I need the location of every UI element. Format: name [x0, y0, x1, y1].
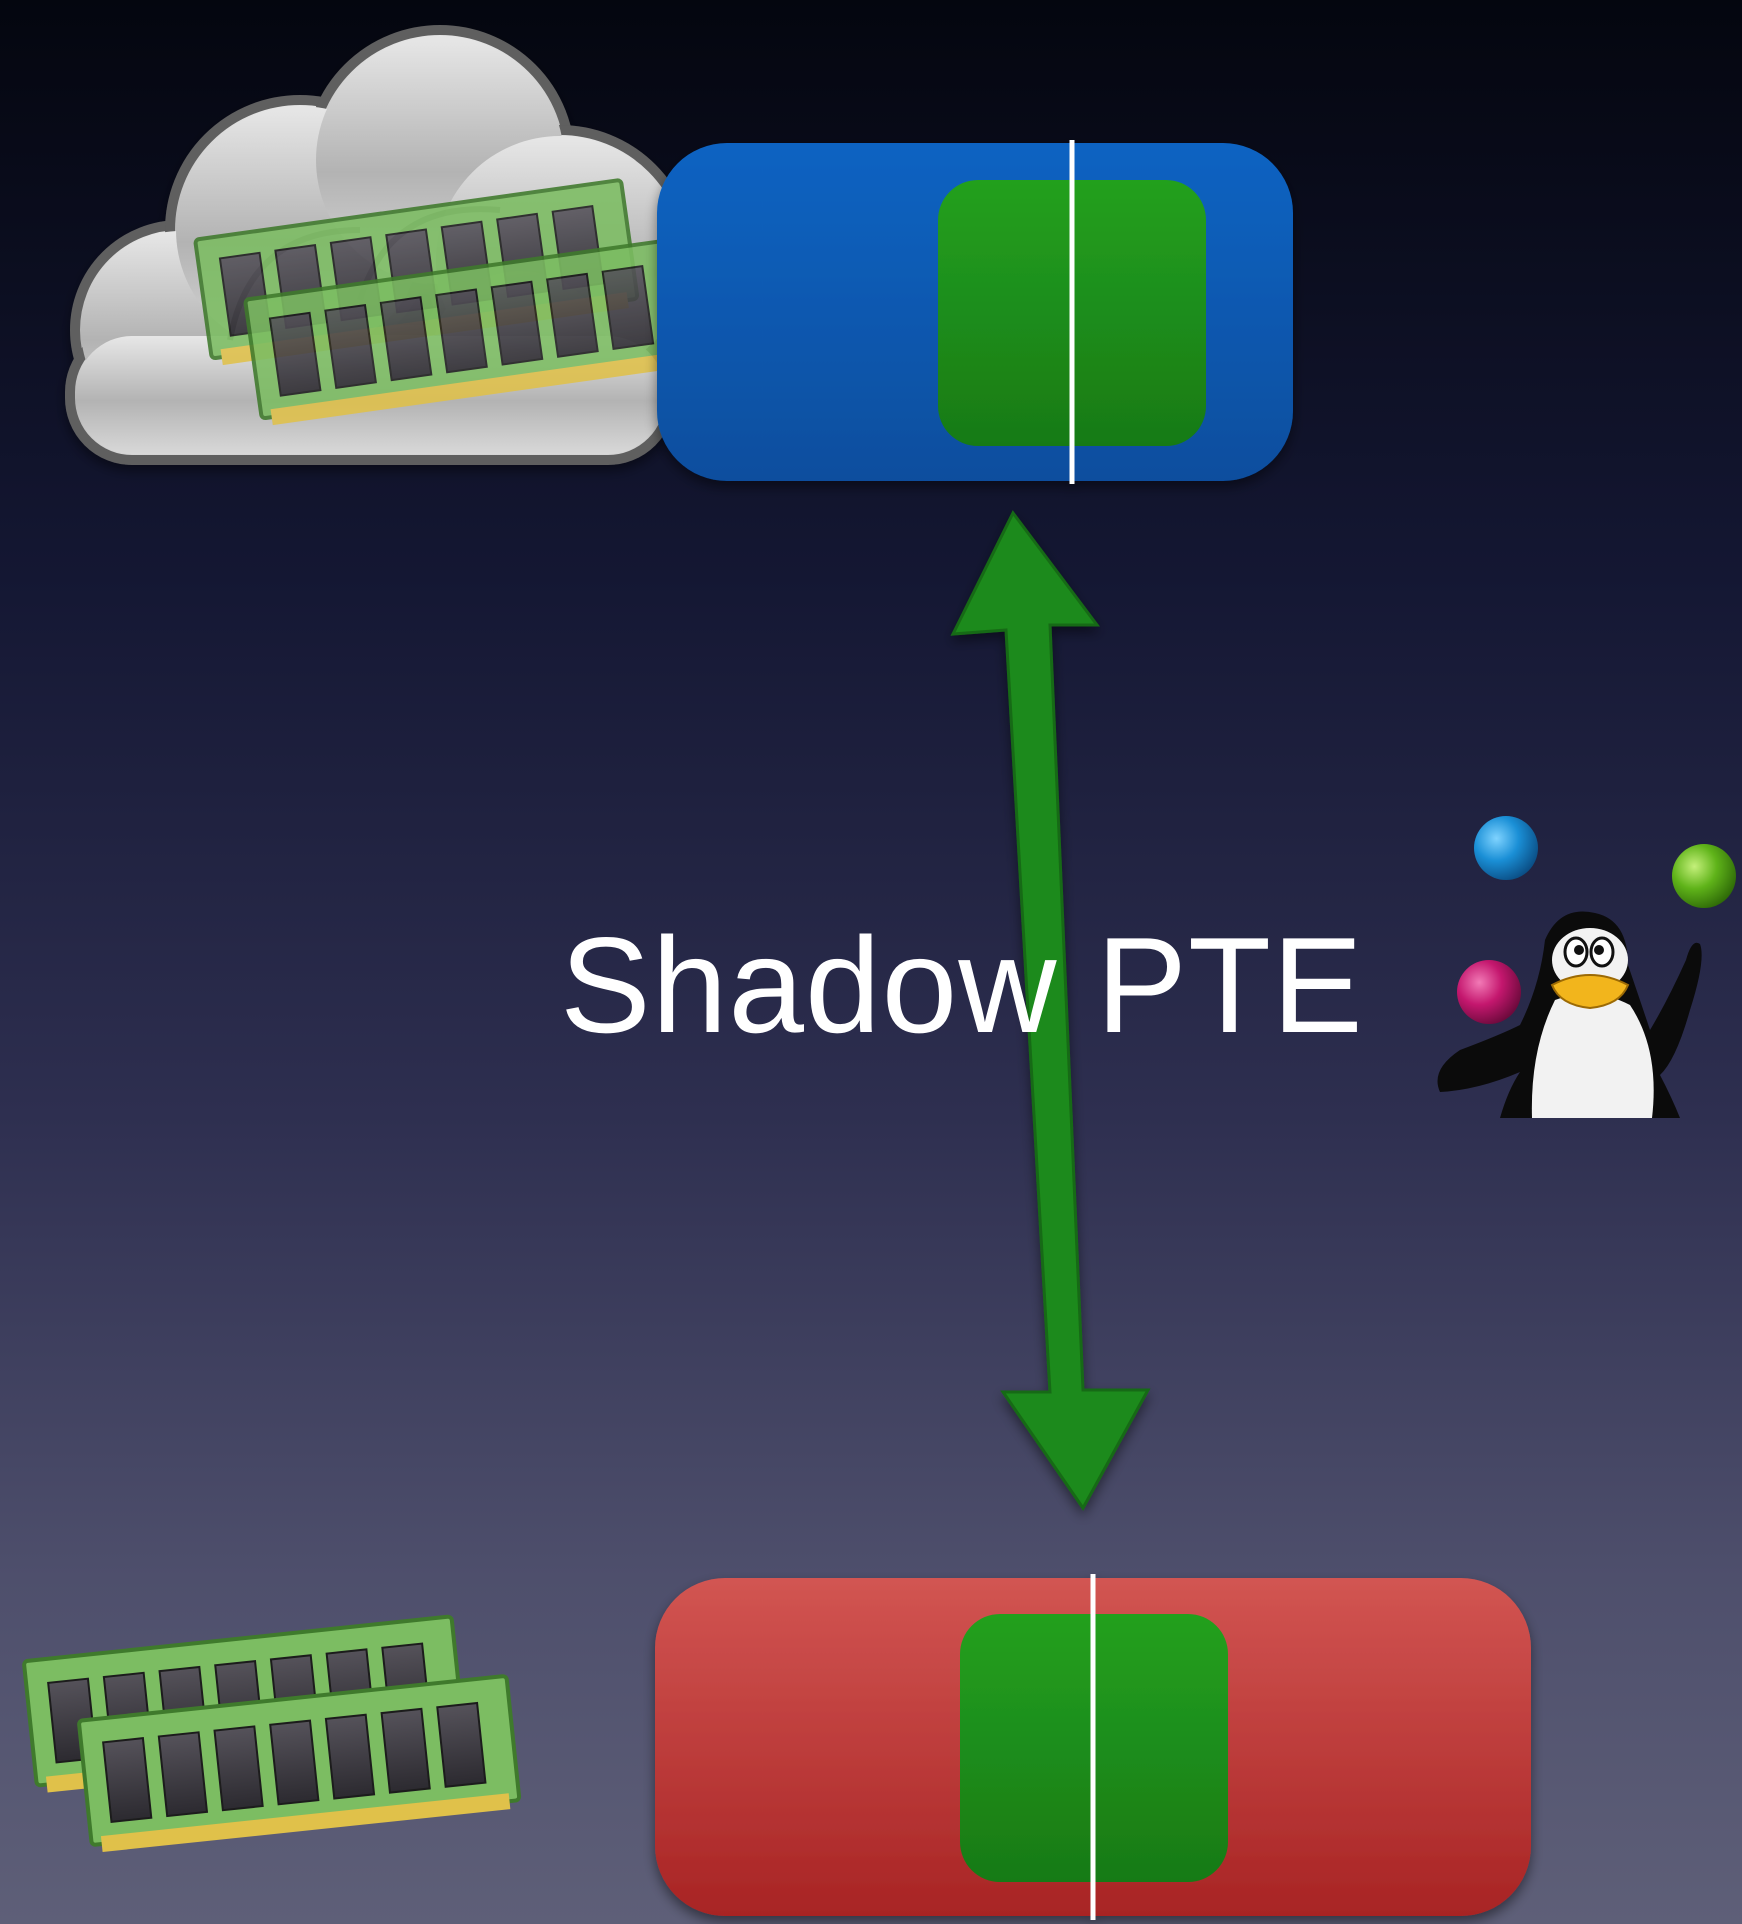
- memory-module-icon: [77, 1674, 522, 1852]
- memory-module-icon: [243, 238, 690, 426]
- tux-belly: [1531, 993, 1654, 1118]
- ball-pink: [1457, 960, 1521, 1024]
- diagram-label: Shadow PTE: [560, 909, 1364, 1061]
- ball-green: [1672, 844, 1736, 908]
- tux-juggling-icon: [1437, 816, 1736, 1118]
- tux-beak: [1550, 974, 1630, 1010]
- ball-blue: [1474, 816, 1538, 880]
- double-arrow: [950, 510, 1151, 1511]
- arrow-shape: [950, 510, 1151, 1511]
- bottom-memory-block: [655, 1574, 1531, 1920]
- top-memory-block: [657, 140, 1293, 484]
